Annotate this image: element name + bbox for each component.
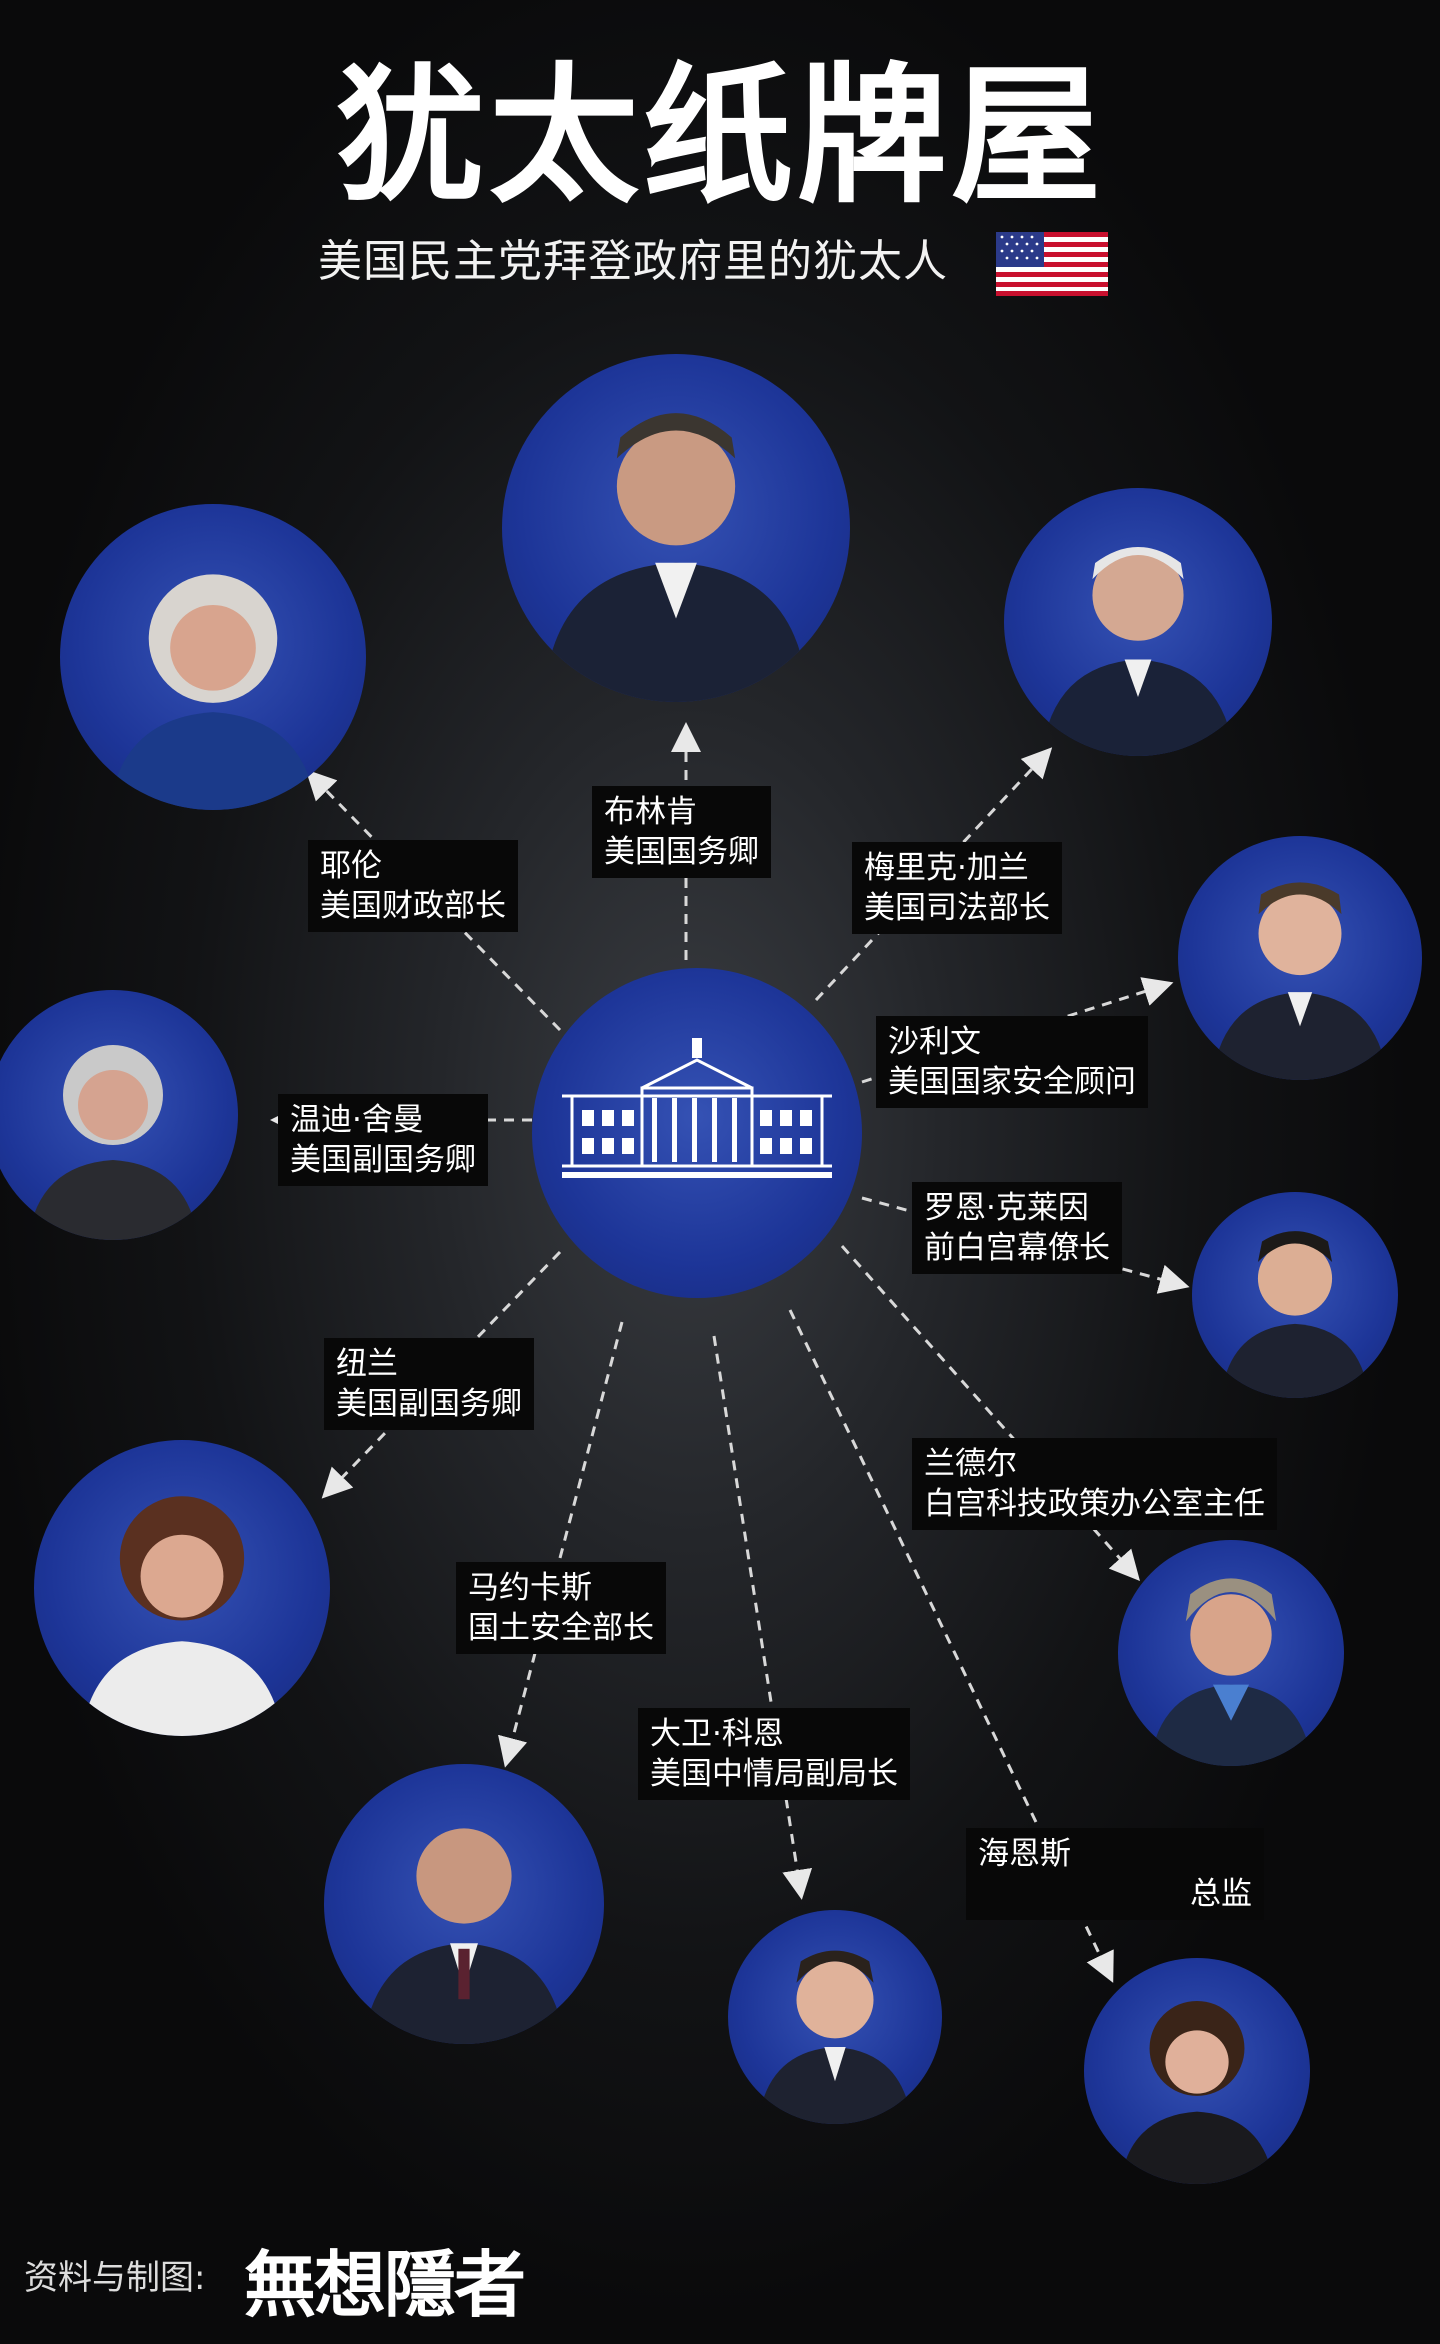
role-sullivan: 美国国家安全顾问 — [888, 1064, 1136, 1100]
name-blinken: 布林肯 — [604, 794, 697, 830]
role-nuland: 美国副国务卿 — [336, 1386, 522, 1422]
name-lander: 兰德尔 — [924, 1446, 1017, 1482]
name-mayorkas: 马约卡斯 — [468, 1570, 592, 1606]
label-garland: 梅里克·加兰 美国司法部长 — [852, 842, 1062, 934]
portrait-haines — [1084, 1958, 1310, 2184]
label-klain: 罗恩·克莱因 前白宫幕僚长 — [912, 1182, 1122, 1274]
label-lander: 兰德尔 白宫科技政策办公室主任 — [912, 1438, 1277, 1530]
label-sullivan: 沙利文 美国国家安全顾问 — [876, 1016, 1148, 1108]
label-mayorkas: 马约卡斯 国土安全部长 — [456, 1562, 666, 1654]
arrow-cohen — [712, 1335, 813, 1900]
white-house-icon — [562, 1038, 832, 1178]
role-haines: 总监 — [1190, 1876, 1252, 1912]
portrait-sherman — [0, 990, 238, 1240]
label-haines: 海恩斯 总监 — [966, 1828, 1264, 1920]
name-sullivan: 沙利文 — [888, 1024, 981, 1060]
role-mayorkas: 国土安全部长 — [468, 1610, 654, 1646]
portrait-mayorkas — [324, 1764, 604, 2044]
arrow-yellen — [305, 769, 562, 1032]
center-circle — [532, 968, 862, 1298]
name-klain: 罗恩·克莱因 — [924, 1190, 1089, 1226]
page-title: 犹太纸牌屋 — [334, 50, 1105, 224]
label-sherman: 温迪·舍曼 美国副国务卿 — [278, 1094, 488, 1186]
role-sherman: 美国副国务卿 — [290, 1142, 476, 1178]
credit-logo: 無想隱者 — [244, 2242, 526, 2327]
role-garland: 美国司法部长 — [864, 890, 1050, 926]
name-nuland: 纽兰 — [336, 1346, 398, 1382]
portrait-sullivan — [1178, 836, 1422, 1080]
portrait-klain — [1192, 1192, 1398, 1398]
name-haines: 海恩斯 — [978, 1836, 1071, 1872]
label-nuland: 纽兰 美国副国务卿 — [324, 1338, 534, 1430]
portrait-blinken — [502, 354, 850, 702]
credit-label: 资料与制图: — [24, 2258, 206, 2298]
portrait-garland — [1004, 488, 1272, 756]
arrow-mayorkas — [498, 1321, 624, 1768]
portrait-cohen — [728, 1910, 942, 2124]
name-garland: 梅里克·加兰 — [864, 850, 1029, 886]
role-cohen: 美国中情局副局长 — [650, 1756, 898, 1792]
role-lander: 白宫科技政策办公室主任 — [924, 1486, 1265, 1522]
us-flag-icon — [996, 232, 1108, 296]
portrait-yellen — [60, 504, 366, 810]
name-yellen: 耶伦 — [320, 848, 382, 884]
name-sherman: 温迪·舍曼 — [290, 1102, 424, 1138]
portrait-nuland — [34, 1440, 330, 1736]
label-cohen: 大卫·科恩 美国中情局副局长 — [638, 1708, 910, 1800]
label-yellen: 耶伦 美国财政部长 — [308, 840, 518, 932]
portrait-lander — [1118, 1540, 1344, 1766]
role-klain: 前白宫幕僚长 — [924, 1230, 1110, 1266]
name-cohen: 大卫·科恩 — [650, 1716, 784, 1752]
label-blinken: 布林肯 美国国务卿 — [592, 786, 771, 878]
page-subtitle: 美国民主党拜登政府里的犹太人 — [318, 236, 948, 287]
role-blinken: 美国国务卿 — [604, 834, 759, 870]
role-yellen: 美国财政部长 — [320, 888, 506, 924]
